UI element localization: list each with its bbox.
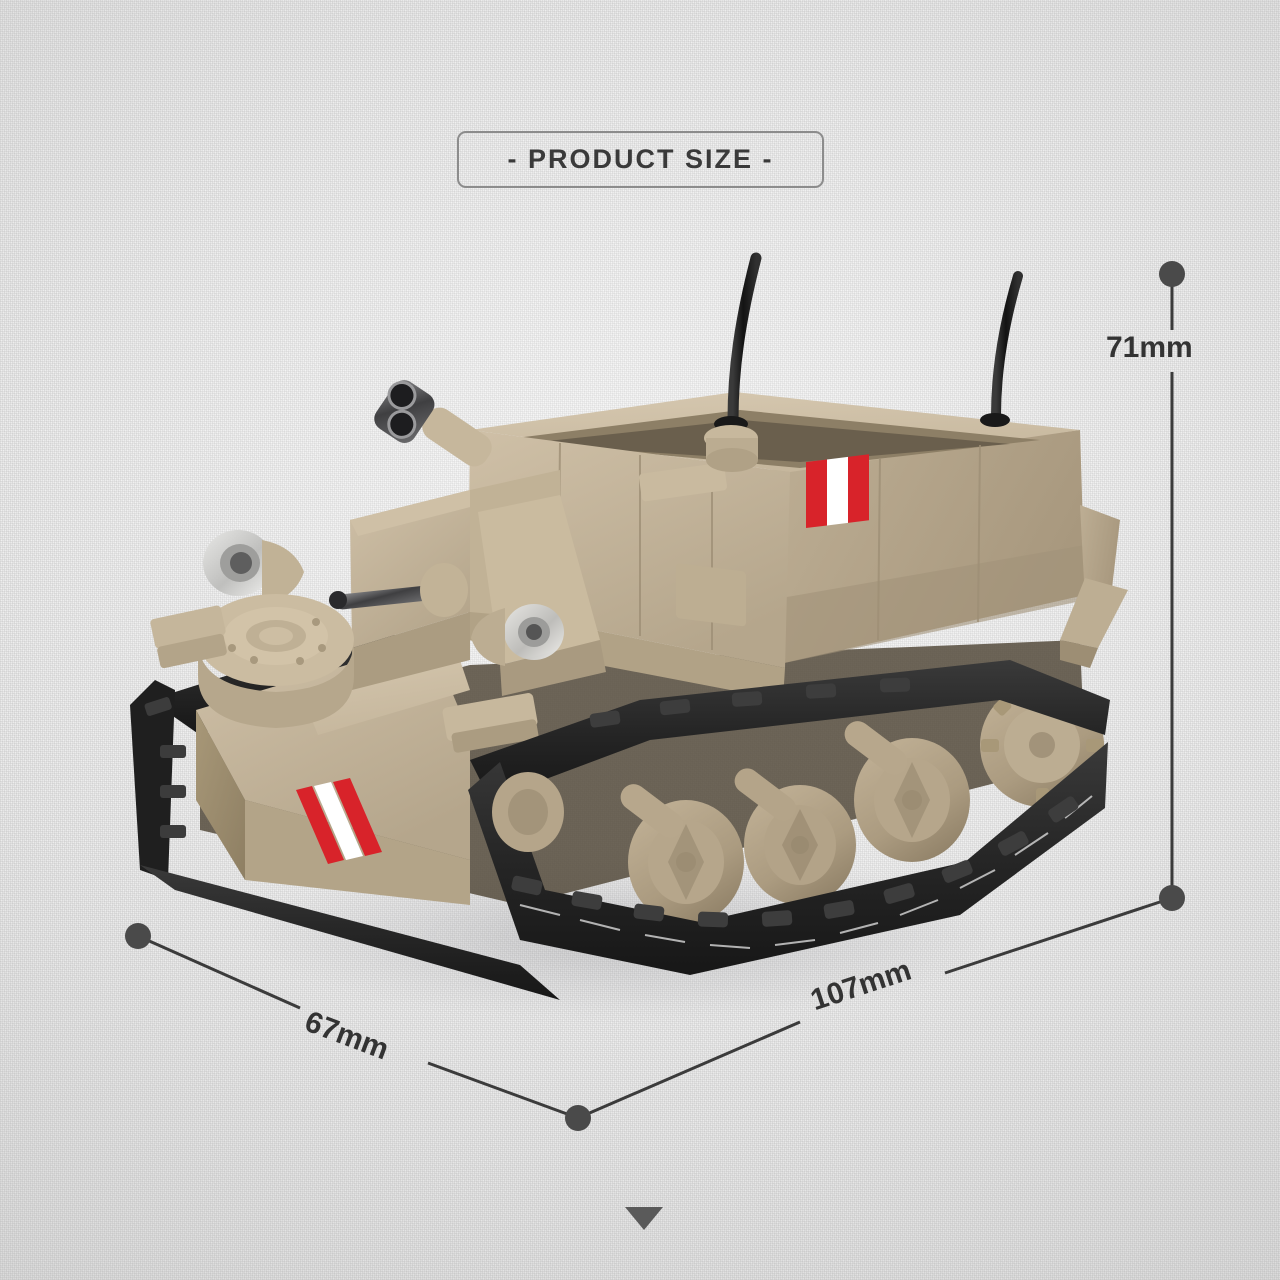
hull-driver-section [150,470,606,753]
turret-hatch [198,594,354,728]
antenna-left [704,252,762,472]
decal-side-red-white-red [806,454,869,529]
dimension-label-height: 71mm [1106,331,1193,364]
headlight-lens [203,530,304,604]
road-wheel-1 [620,784,744,924]
product-size-badge: - PRODUCT SIZE - [457,131,824,188]
decal-front-red-white-red [296,778,382,864]
road-wheel-2 [734,768,856,905]
hull-rear-slope [1060,505,1128,668]
antenna-right [980,271,1023,427]
scroll-down-arrow-icon[interactable] [625,1207,663,1230]
front-idler [492,772,564,852]
headlight-lens-secondary [471,604,564,666]
machine-gun [329,563,468,617]
page-title: - PRODUCT SIZE - [507,144,774,174]
road-wheel-3 [844,721,970,862]
periscope-binocular [374,380,492,467]
hull-front-glacis [196,640,470,905]
